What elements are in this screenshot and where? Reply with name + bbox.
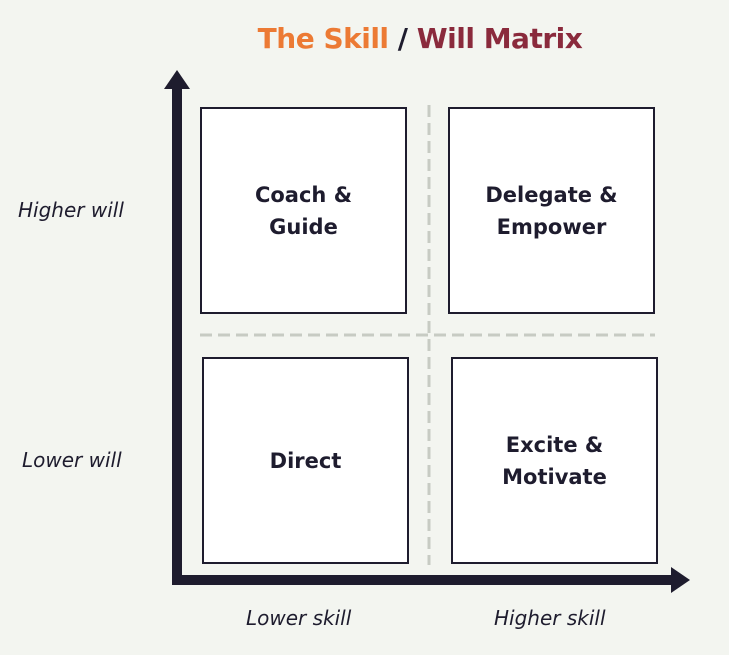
quadrant-coach-guide-label: Coach & Guide [254,182,353,239]
quadrant-delegate-empower: Delegate & Empower [448,107,655,314]
title-will-part: Will Matrix [416,22,583,55]
quadrant-excite-motivate: Excite & Motivate [451,357,658,564]
quadrant-direct-label: Direct [269,448,342,473]
quadrant-coach-guide: Coach & Guide [200,107,407,314]
y-axis-arrow-icon [164,70,190,89]
quadrant-direct: Direct [202,357,409,564]
label-lower-will: Lower will [22,448,122,472]
label-higher-skill: Higher skill [494,606,606,630]
quadrant-excite-motivate-label: Excite & Motivate [502,432,607,489]
label-lower-skill: Lower skill [246,606,352,630]
title-separator: / [397,22,408,55]
label-higher-will: Higher will [18,198,124,222]
title-skill-part: The Skill [257,22,389,55]
quadrant-delegate-empower-label: Delegate & Empower [485,182,618,239]
x-axis-arrow-icon [671,567,690,593]
diagram-title: The Skill / Will Matrix [0,22,729,55]
